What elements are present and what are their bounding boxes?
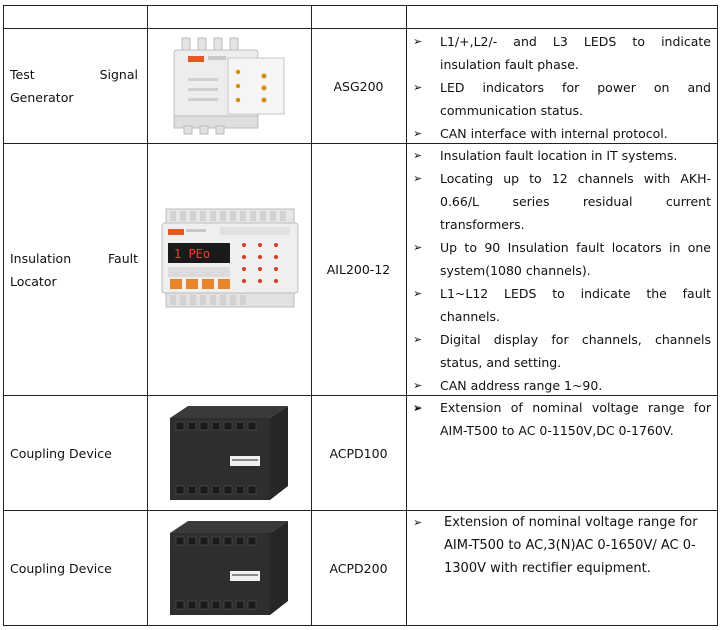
table-border [406, 5, 407, 625]
svg-text:1 PEo: 1 PEo [174, 247, 210, 261]
list-item: ➢Locating up to 12 channels with AKH-0.6… [413, 167, 711, 236]
coupling-device-photo [170, 406, 288, 500]
feature-list: ➢L1/+,L2/- and L3 LEDS to indicate insul… [413, 30, 711, 145]
coupling-device-photo [170, 521, 288, 615]
right-arrow-bullet-icon: ➢ [413, 127, 423, 140]
feature-list: ➢Insulation fault location in IT systems… [413, 144, 711, 420]
table-border [3, 510, 718, 511]
table-cell-model: ASG200 [333, 79, 384, 94]
table-border [147, 5, 148, 625]
table-border [3, 625, 718, 626]
list-item: ➢Extension of nominal voltage range for … [413, 396, 711, 442]
table-cell-product-name: Insulation Fault Locator [10, 251, 138, 289]
list-item: ➢ [413, 397, 711, 420]
table-border [3, 28, 718, 29]
right-arrow-bullet-icon: ➢ [413, 516, 423, 529]
table-border [3, 143, 718, 144]
list-item: ➢Up to 90 Insulation fault locators in o… [413, 236, 711, 282]
list-item: ➢Digital display for channels, channels … [413, 328, 711, 374]
right-arrow-bullet-icon: ➢ [413, 35, 423, 48]
table-border [717, 5, 718, 625]
list-item: ➢L1~L12 LEDS to indicate the fault chann… [413, 282, 711, 328]
list-item: ➢Extension of nominal voltage range for … [413, 511, 711, 580]
list-item: ➢L1/+,L2/- and L3 LEDS to indicate insul… [413, 30, 711, 76]
right-arrow-bullet-icon: ➢ [413, 172, 423, 185]
table-cell-product-name: Coupling Device [10, 561, 112, 576]
right-arrow-bullet-icon: ➢ [413, 81, 423, 94]
list-item: ➢LED indicators for power on and communi… [413, 76, 711, 122]
feature-list: ➢Extension of nominal voltage range for … [413, 396, 711, 442]
test-signal-generator-photo [173, 37, 285, 135]
right-arrow-bullet-icon: ➢ [413, 287, 423, 300]
list-item: ➢Insulation fault location in IT systems… [413, 144, 711, 167]
table-cell-product-name: Coupling Device [10, 446, 112, 461]
right-arrow-bullet-icon: ➢ [413, 402, 423, 415]
table-border [3, 5, 718, 6]
table-cell-product-name: Test Signal Generator [10, 67, 138, 105]
right-arrow-bullet-icon: ➢ [413, 401, 423, 414]
table-cell-model: ACPD200 [329, 561, 388, 576]
right-arrow-bullet-icon: ➢ [413, 333, 423, 346]
right-arrow-bullet-icon: ➢ [413, 149, 423, 162]
feature-list: ➢Extension of nominal voltage range for … [413, 511, 711, 580]
table-border [3, 395, 718, 396]
list-item: ➢CAN interface with internal protocol. [413, 122, 711, 145]
table-cell-model: AIL200-12 [326, 262, 391, 277]
list-item: ➢CAN address range 1~90. [413, 374, 711, 397]
table-border [3, 5, 4, 625]
table-border [311, 5, 312, 625]
table-cell-model: ACPD100 [329, 446, 388, 461]
right-arrow-bullet-icon: ➢ [413, 379, 423, 392]
right-arrow-bullet-icon: ➢ [413, 241, 423, 254]
insulation-fault-locator-photo: 1 PEo [161, 208, 299, 308]
